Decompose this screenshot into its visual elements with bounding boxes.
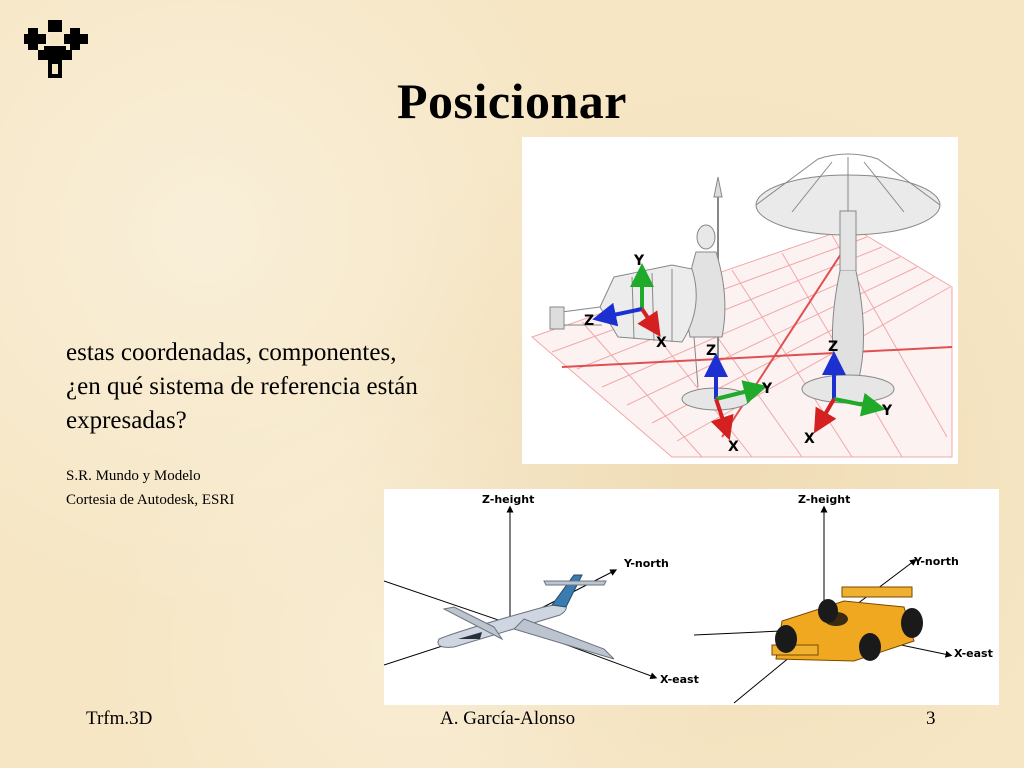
- axis-label-z: Z: [828, 339, 838, 355]
- slide-title: Posicionar: [397, 73, 627, 129]
- body-line: expresadas?: [66, 407, 187, 434]
- axes-figure: [704, 353, 768, 441]
- axis-label-y-north: Y-north: [623, 557, 669, 570]
- axis-label-y: Y: [881, 403, 893, 419]
- footer-author: A. García-Alonso: [440, 708, 576, 729]
- axis-label-x-east: X-east: [660, 673, 699, 686]
- axis-label-z-height: Z-height: [798, 493, 850, 506]
- axis-label-y: Y: [761, 381, 773, 397]
- axis-label-y-north: Y-north: [913, 555, 959, 568]
- axis-label-z: Z: [706, 343, 716, 359]
- note-line: S.R. Mundo y Modelo: [66, 468, 201, 484]
- university-logo-icon: [24, 20, 92, 80]
- axis-label-x: X: [728, 439, 739, 455]
- race-car-icon: [771, 586, 923, 662]
- axis-label-y: Y: [633, 253, 645, 269]
- slide-body-text: estas coordenadas, componentes, ¿en qué …: [66, 336, 486, 438]
- world-axes-figure: Z-height Y-north X-east Z-height Y-north…: [383, 489, 999, 705]
- jet-axes: [383, 505, 658, 680]
- body-line: ¿en qué sistema de referencia están: [66, 373, 418, 400]
- axes-lamp: [813, 351, 886, 434]
- footer-page-number: 3: [926, 708, 936, 729]
- grid-floor: [531, 226, 953, 458]
- note-line: Cortesia de Autodesk, ESRI: [66, 492, 235, 508]
- reference-frames-figure: Y Z X Z Y X Z Y X: [522, 137, 958, 464]
- axis-label-z: Z: [584, 313, 594, 329]
- axis-label-x-east: X-east: [954, 647, 993, 660]
- body-line: estas coordenadas, componentes,: [66, 339, 397, 366]
- footer-course: Trfm.3D: [86, 708, 153, 729]
- axes-bottle: [592, 263, 661, 337]
- axis-label-x: X: [656, 335, 667, 351]
- axis-label-z-height: Z-height: [482, 493, 534, 506]
- jet-icon: [437, 574, 615, 660]
- slide-notes: S.R. Mundo y Modelo Cortesia de Autodesk…: [66, 464, 234, 512]
- axis-label-x: X: [804, 431, 815, 447]
